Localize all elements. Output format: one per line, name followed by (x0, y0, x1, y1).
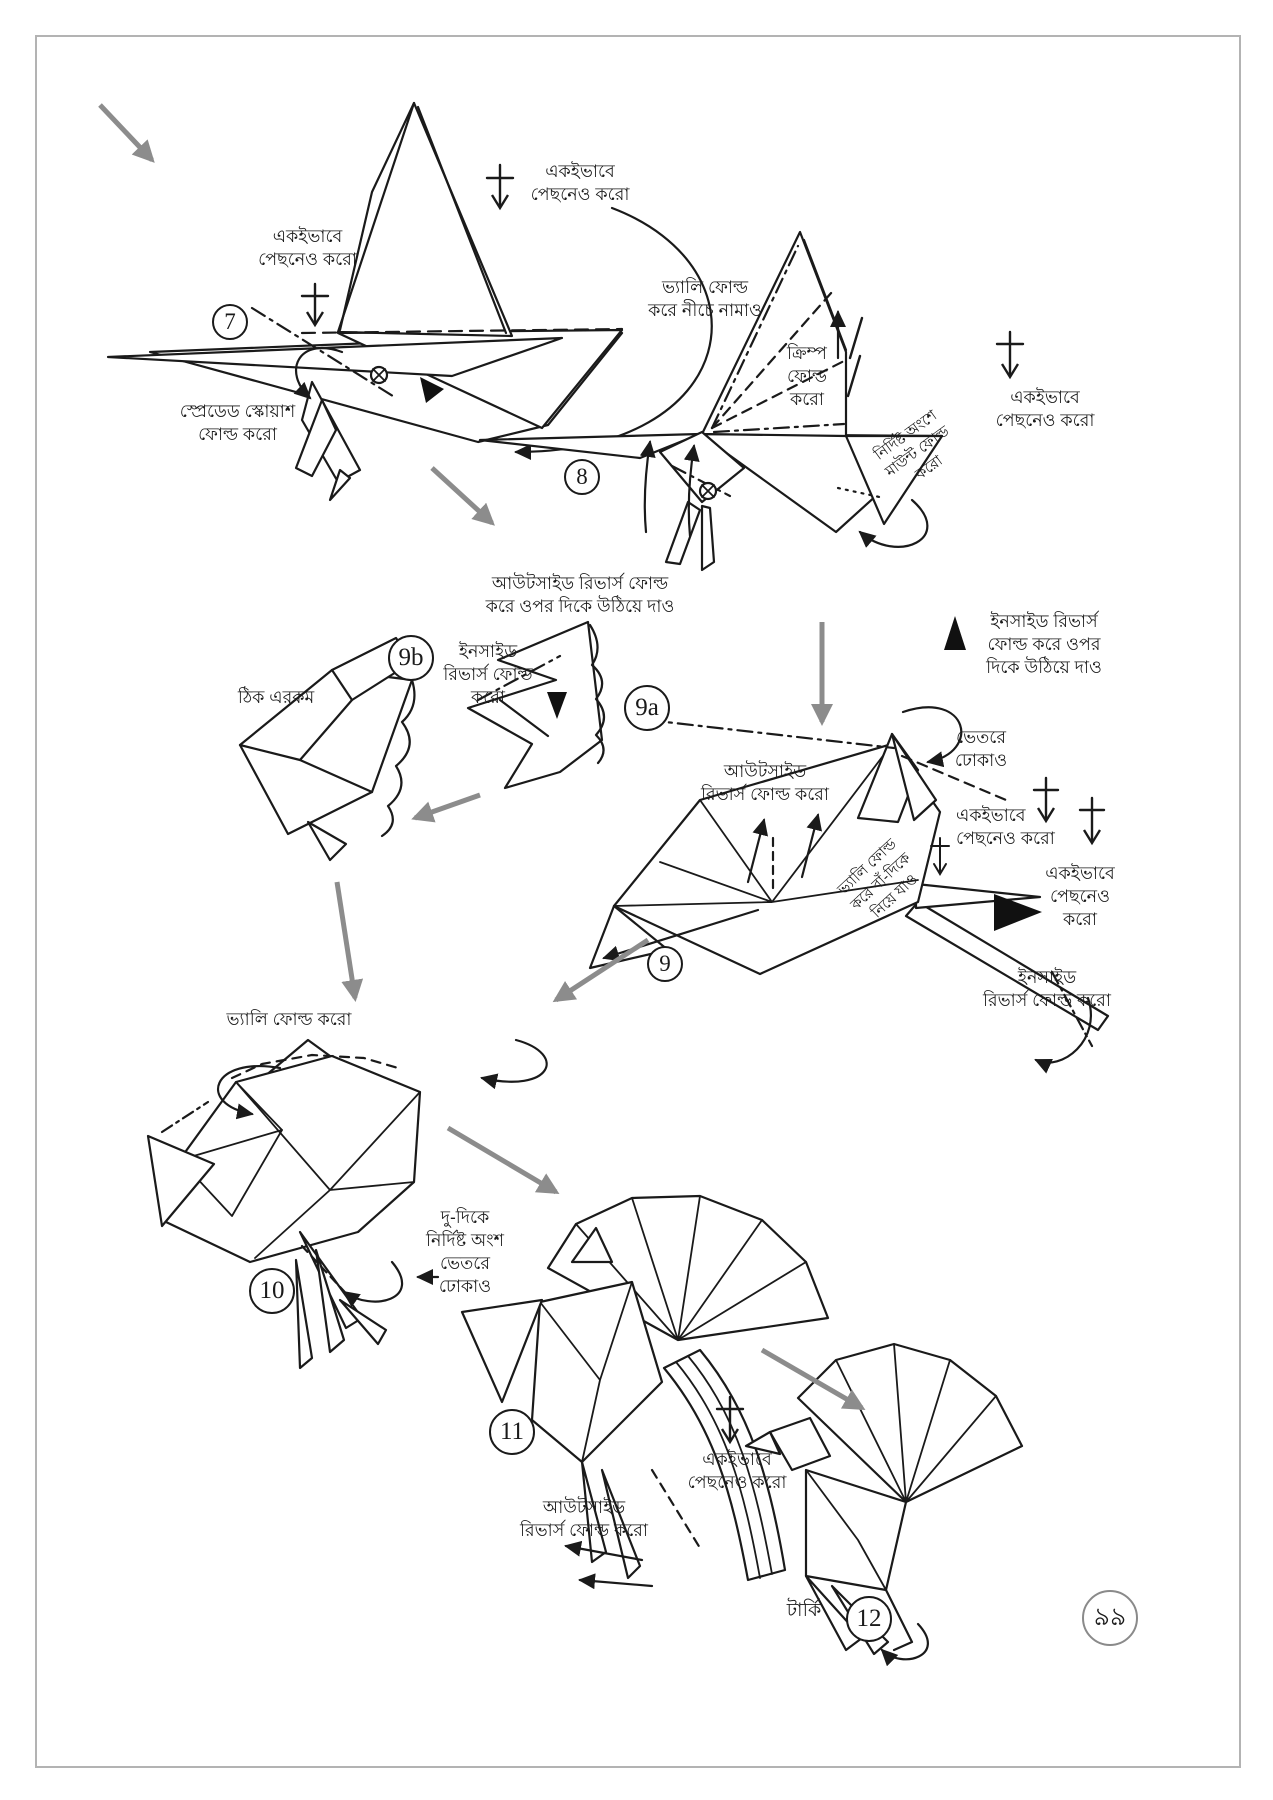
guide-arrow (430, 466, 495, 526)
push-arrow-icon (1078, 796, 1106, 842)
label-same-behind-7: একইভাবে পেছনেও করো (258, 226, 357, 270)
label-tuck-inside: ভেতরে ঢোকাও (954, 727, 1008, 771)
step-9-badge: 9 (647, 946, 683, 982)
circled-x-icon (698, 481, 718, 501)
push-triangle-icon (547, 692, 567, 719)
label-inside-reverse-lift: ইনসাইড রিভার্স ফোল্ড করে ওপর দিকে উঠিয়ে… (986, 611, 1102, 678)
guide-arrow (446, 1125, 560, 1195)
label-same-behind-11: একইভাবে পেছনেও করো (687, 1449, 787, 1493)
figure-9a-drawing (466, 620, 606, 790)
label-outside-reverse-lift: আউটসাইড রিভার্স ফোল্ড করে ওপর দিকে উঠিয়… (485, 573, 675, 617)
label-same-behind-top: একইভাবে পেছনেও করো (530, 161, 630, 205)
guide-arrows (98, 103, 866, 1411)
push-arrow-icon (930, 837, 950, 876)
circled-x-icon (369, 365, 389, 385)
label-inside-reverse-9a: ইনসাইড রিভার্স ফোল্ড করো (443, 641, 533, 708)
guide-arrow (411, 792, 481, 823)
label-just-like-this: ঠিক এরকম (237, 687, 315, 707)
guide-arrow (334, 881, 364, 1002)
step-11-badge: 11 (489, 1409, 535, 1455)
step-8-badge: 8 (564, 459, 600, 495)
push-arrow-icon (995, 330, 1025, 376)
label-outside-reverse-9: আউটসাইড রিভার্স ফোল্ড করো (700, 761, 829, 805)
figure-9-drawing (588, 706, 1110, 1074)
label-crimp-fold: ক্রিম্প ফোল্ড করো (786, 343, 827, 410)
label-same-behind-8: একইভাবে পেছনেও করো (995, 387, 1095, 431)
step-7-badge: 7 (212, 304, 248, 340)
fold-behind-arrows (300, 163, 1106, 1441)
figure-12-drawing (744, 1342, 1024, 1667)
figure-10-drawing (146, 1038, 548, 1370)
crimp-zigzag-icon (846, 316, 864, 398)
label-valley-fold-10: ভ্যালি ফোল্ড করো (226, 1009, 352, 1029)
step-9b-badge: 9b (388, 635, 434, 681)
page-number-badge: ৯৯ (1082, 1590, 1138, 1646)
push-triangle-icon (994, 894, 1042, 931)
figure-8-drawing (478, 230, 966, 650)
step-12-badge: 12 (846, 1596, 892, 1642)
guide-arrow (98, 103, 155, 163)
push-arrow-icon (300, 282, 330, 324)
guide-arrow (552, 937, 650, 1003)
label-figure-title: টার্কি (786, 1600, 822, 1621)
guide-arrow (760, 1347, 866, 1411)
label-inside-reverse-tail: ইনসাইড রিভার্স ফোল্ড করো (982, 967, 1111, 1011)
push-arrow-icon (485, 163, 515, 207)
label-same-behind-9-upper: একইভাবে পেছনেও করো (956, 805, 1055, 849)
step-9a-badge: 9a (624, 685, 670, 731)
label-spread-squash: স্প্রেডেড স্কোয়াশ ফোল্ড করো (179, 401, 296, 445)
label-same-behind-9-lower: একইভাবে পেছনেও করো (1045, 863, 1115, 930)
step-10-badge: 10 (249, 1268, 295, 1314)
label-outside-reverse-11: আউটসাইড রিভার্স ফোল্ড করো (519, 1497, 648, 1541)
label-tuck-both-sides: দু-দিকে নির্দিষ্ট অংশ ভেতরে ঢোকাও (425, 1207, 505, 1297)
figure-7-drawing (106, 101, 713, 502)
push-triangle-icon (420, 377, 444, 403)
figure-11-drawing (460, 1194, 830, 1590)
push-triangle-icon (944, 616, 966, 650)
figure-9b-drawing (238, 636, 416, 862)
push-arrow-icon (715, 1395, 745, 1441)
push-arrow-icon (1032, 776, 1060, 820)
label-valley-fold-down: ভ্যালি ফোল্ড করে নীচে নামাও (648, 277, 762, 321)
